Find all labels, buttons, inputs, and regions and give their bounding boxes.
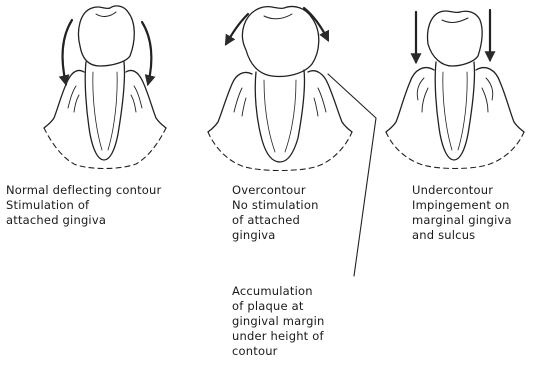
caption-line: Stimulation of	[6, 198, 161, 213]
over-left-arrow	[226, 14, 248, 44]
caption-line: Undercontour	[412, 183, 512, 198]
normal-right-arrow	[142, 22, 151, 84]
over-gingiva-left	[208, 72, 252, 132]
caption-line: Impingement on	[412, 198, 512, 213]
normal-contour-figure	[44, 6, 166, 169]
caption-line: No stimulation	[232, 198, 319, 213]
under-gingiva-left	[386, 68, 434, 132]
caption-line: attached gingiva	[6, 213, 161, 228]
caption-line: Normal deflecting contour	[6, 183, 161, 198]
normal-root	[85, 62, 124, 160]
undercontour-caption: Undercontour Impingement on marginal gin…	[412, 183, 512, 243]
annotation-line: of plaque at	[232, 299, 325, 314]
caption-line: of attached	[232, 213, 319, 228]
over-bone-outline	[208, 132, 352, 171]
caption-line: marginal gingiva	[412, 213, 512, 228]
caption-line: Overcontour	[232, 183, 319, 198]
annotation-line: under height of	[232, 329, 325, 344]
annotation-line: Accumulation	[232, 284, 325, 299]
plaque-annotation: Accumulation of plaque at gingival margi…	[232, 284, 325, 359]
overcontour-caption: Overcontour No stimulation of attached g…	[232, 183, 319, 243]
over-root	[255, 70, 304, 162]
normal-left-arrow	[63, 20, 72, 84]
caption-line: and sulcus	[412, 228, 512, 243]
normal-contour-caption: Normal deflecting contour Stimulation of…	[6, 183, 161, 228]
annotation-line: gingival margin	[232, 314, 325, 329]
undercontour-figure	[386, 10, 524, 169]
annotation-line: contour	[232, 344, 325, 359]
caption-line: gingiva	[232, 228, 319, 243]
normal-bone-outline	[44, 128, 166, 169]
under-root	[435, 62, 474, 160]
normal-gingiva-right	[126, 70, 166, 128]
over-crown	[242, 6, 318, 76]
under-crown	[428, 11, 483, 66]
under-gingiva-right	[476, 68, 524, 132]
normal-crown	[79, 6, 135, 66]
under-bone-outline	[386, 132, 524, 169]
